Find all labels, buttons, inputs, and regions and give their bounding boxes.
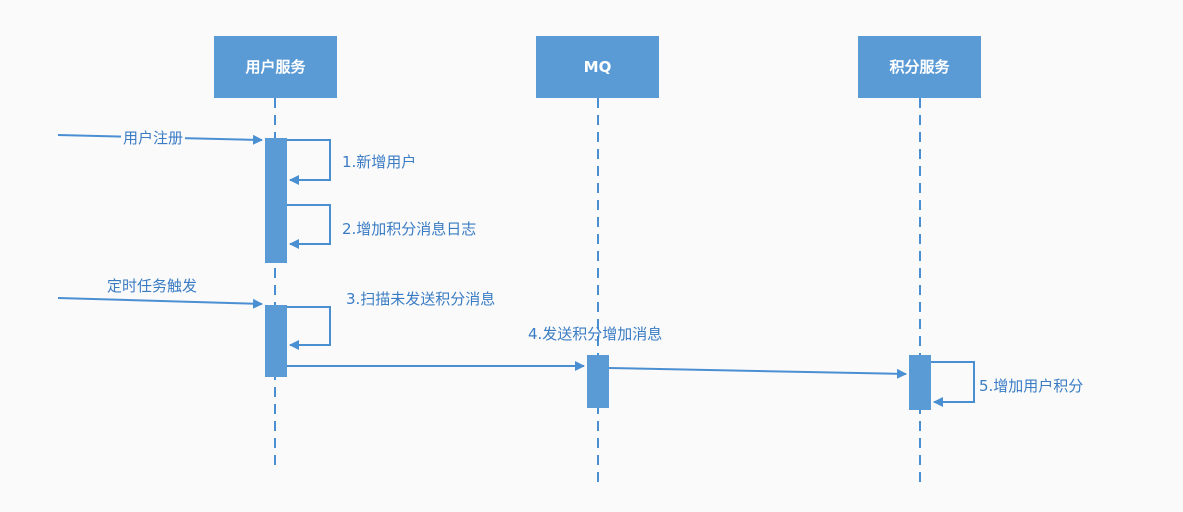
participant-points-service: 积分服务	[858, 36, 981, 98]
arrow-self-add-points	[931, 361, 975, 407]
label-scan: 3.扫描未发送积分消息	[346, 290, 496, 308]
label-send: 4.发送积分增加消息	[528, 325, 663, 343]
arrow-trigger	[57, 297, 263, 309]
arrow-self-scan	[287, 306, 331, 350]
arrow-mq-to-points	[608, 367, 907, 379]
participant-mq: MQ	[536, 36, 659, 98]
participant-user-service: 用户服务	[214, 36, 337, 98]
label-trigger: 定时任务触发	[107, 277, 198, 295]
label-add-user: 1.新增用户	[342, 153, 417, 171]
arrow-self-add-log	[287, 204, 331, 249]
activation-user-service-2	[265, 305, 287, 377]
activation-mq	[587, 355, 609, 408]
arrow-self-add-user	[287, 139, 331, 185]
label-add-points: 5.增加用户积分	[979, 377, 1084, 395]
activation-points-service	[909, 355, 931, 410]
label-register: 用户注册	[121, 127, 186, 148]
label-add-log: 2.增加积分消息日志	[342, 220, 477, 238]
activation-user-service-1	[265, 138, 287, 263]
